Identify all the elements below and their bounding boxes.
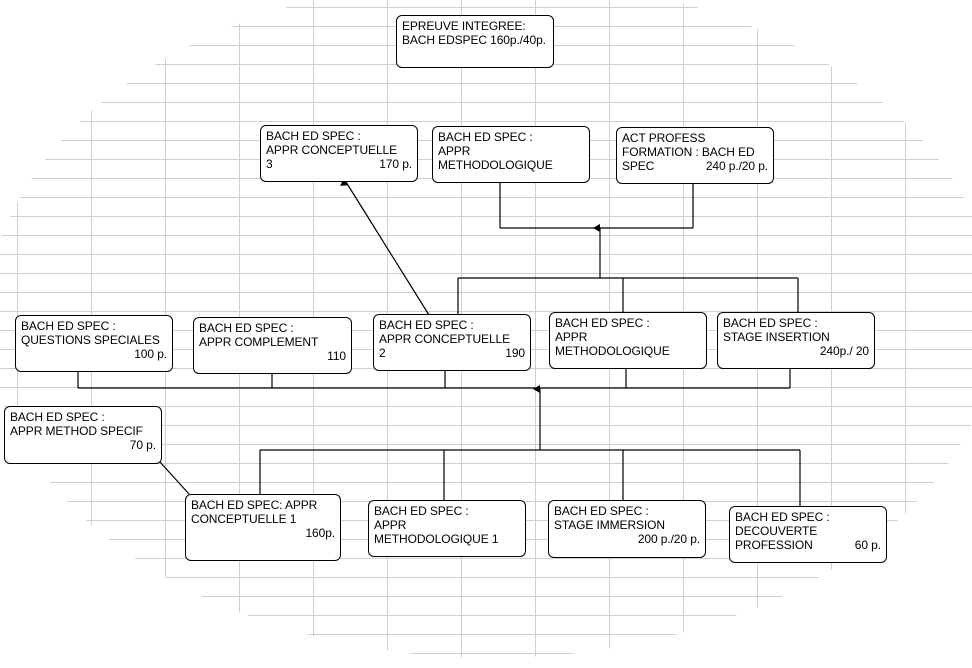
box-text-value: 190 bbox=[505, 346, 525, 360]
box-text-left: SPEC bbox=[622, 159, 655, 173]
box-text-line: APPR bbox=[555, 330, 588, 344]
box-text-line: APPR COMPLEMENT bbox=[199, 335, 319, 349]
box-text-line: QUESTIONS SPECIALES bbox=[21, 333, 160, 347]
box-text-line: 100 p. bbox=[21, 347, 167, 361]
box-text-line: CONCEPTUELLE 1 bbox=[191, 512, 297, 526]
box-text-line: 2 190 bbox=[379, 346, 525, 360]
box-text-line: STAGE INSERTION bbox=[723, 330, 830, 344]
box-text-line: BACH ED SPEC: APPR bbox=[191, 498, 318, 512]
box-text-line: BACH ED SPEC : bbox=[199, 321, 294, 335]
box-text-line: BACH ED SPEC : bbox=[374, 504, 469, 518]
box-epreuve-integree: EPREUVE INTEGREE:BACH EDSPEC 160p./40p. bbox=[396, 15, 554, 68]
box-text-line: BACH ED SPEC : bbox=[266, 129, 361, 143]
box-text-line: BACH ED SPEC : bbox=[379, 318, 474, 332]
box-text-line: METHODOLOGIQUE bbox=[555, 344, 670, 358]
box-text-left: 2 bbox=[379, 346, 386, 360]
box-text-line: METHODOLOGIQUE 1 bbox=[374, 532, 499, 546]
box-text-value: 160p. bbox=[305, 526, 335, 540]
box-text-line: 240p./ 20 bbox=[723, 344, 869, 358]
box-text-line: BACH ED SPEC : bbox=[723, 316, 818, 330]
box-text-line: BACH EDSPEC 160p./40p. bbox=[402, 33, 546, 47]
box-text-line: BACH ED SPEC : bbox=[10, 410, 105, 424]
box-text-line: 110 bbox=[199, 349, 346, 363]
box-text-line: APPR METHOD SPECIF bbox=[10, 424, 143, 438]
box-text-value: 100 p. bbox=[134, 347, 167, 361]
box-text-line: BACH ED SPEC : bbox=[438, 130, 533, 144]
connector-arrow bbox=[340, 178, 430, 316]
box-text-line: BACH ED SPEC : bbox=[735, 510, 830, 524]
box-text-line: 3 170 p. bbox=[266, 157, 412, 171]
box-text-line: 70 p. bbox=[10, 438, 156, 452]
box-text-line: BACH ED SPEC : bbox=[554, 504, 649, 518]
box-text-line: STAGE IMMERSION bbox=[554, 518, 665, 532]
box-text-line: SPEC 240 p./20 p. bbox=[622, 159, 768, 173]
box-text-value: 60 p. bbox=[854, 538, 881, 552]
box-text-line: BACH ED SPEC : bbox=[555, 316, 650, 330]
box-text-line: APPR bbox=[374, 518, 407, 532]
box-text-line: APPR bbox=[438, 144, 471, 158]
box-text-value: 240p./ 20 bbox=[819, 344, 869, 358]
connector-line bbox=[159, 461, 190, 495]
box-text-line: METHODOLOGIQUE bbox=[438, 158, 553, 172]
box-text-line: 160p. bbox=[191, 526, 335, 540]
box-text-line: APPR CONCEPTUELLE bbox=[266, 143, 398, 157]
box-text-line: FORMATION : BACH ED bbox=[622, 145, 755, 159]
box-text-line: APPR CONCEPTUELLE bbox=[379, 332, 511, 346]
box-text-line: PROFESSION 60 p. bbox=[735, 538, 881, 552]
box-text-value: 110 bbox=[327, 349, 346, 363]
box-text-line: ACT PROFESS bbox=[622, 131, 706, 145]
box-text-value: 170 p. bbox=[379, 157, 412, 171]
box-text-line: BACH ED SPEC : bbox=[21, 319, 116, 333]
box-text-value: 240 p./20 p. bbox=[705, 159, 768, 173]
box-text-line: EPREUVE INTEGREE: bbox=[402, 19, 526, 33]
box-text-line: DECOUVERTE bbox=[735, 524, 818, 538]
box-appr-complement: BACH ED SPEC :APPR COMPLEMENT 110 bbox=[193, 317, 352, 374]
box-text-value: 70 p. bbox=[129, 438, 156, 452]
box-text-left: PROFESSION bbox=[735, 538, 813, 552]
box-text-value: 200 p./20 p. bbox=[637, 532, 700, 546]
box-text-left: 3 bbox=[266, 157, 273, 171]
box-text-line: 200 p./20 p. bbox=[554, 532, 700, 546]
